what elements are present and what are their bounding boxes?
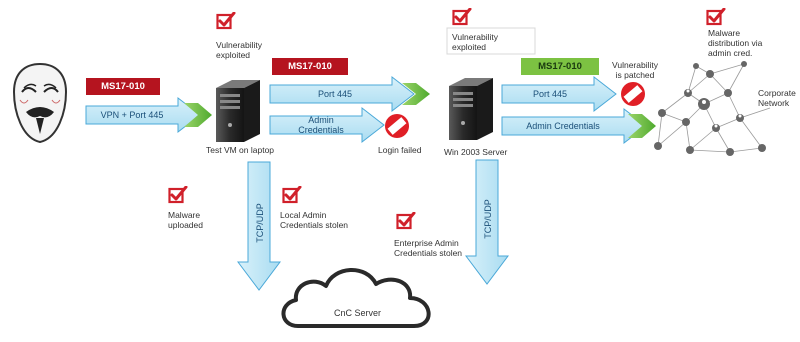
port445-label-1: Port 445 — [317, 89, 353, 99]
ms17-010-tag-2: MS17-010 — [272, 58, 348, 75]
enterprise-admin-stolen-label: Enterprise Admin Credentials stolen — [394, 238, 463, 258]
admin-credentials-label-2: Admin Credentials — [526, 121, 600, 131]
port445-arrow-1 — [269, 75, 430, 113]
cloud-icon — [281, 268, 431, 328]
no-entry-icon — [385, 114, 409, 138]
tcpudp-label-2: TCP/UDP — [483, 199, 493, 239]
login-failed-label: Login failed — [378, 145, 422, 155]
no-entry-icon — [621, 82, 645, 106]
win2003-server-label: Win 2003 Server — [444, 147, 508, 157]
corporate-network-label: Corporate Network — [758, 88, 796, 108]
red-checkbox-icon — [168, 186, 188, 204]
tcpudp-arrow-2 — [465, 159, 509, 285]
admin-cred-arrow-1 — [269, 106, 385, 144]
vulnerability-exploited-label-1: Vulnerability exploited — [216, 40, 262, 60]
red-checkbox-icon — [396, 212, 416, 230]
ms17-010-tag-1: MS17-010 — [86, 78, 160, 95]
vpn-arrow — [85, 96, 212, 134]
admin-credentials-label-1: Admin Credentials — [298, 115, 344, 135]
test-vm-label: Test VM on laptop — [206, 145, 275, 155]
red-checkbox-icon — [282, 186, 302, 204]
red-checkbox-icon — [706, 8, 726, 26]
port445-arrow-2 — [501, 75, 617, 113]
red-checkbox-icon — [216, 12, 236, 30]
vpn-port-label: VPN + Port 445 — [100, 110, 164, 120]
callout-box — [446, 27, 536, 55]
network-graph-icon — [654, 61, 771, 156]
cnc-server-label: CnC Server — [334, 308, 382, 318]
port445-label-2: Port 445 — [532, 89, 568, 99]
red-checkbox-icon — [452, 8, 472, 26]
ms17-010-tag-3: MS17-010 — [521, 58, 599, 75]
server-tower-icon — [216, 80, 260, 142]
admin-cred-arrow-2 — [501, 107, 656, 145]
malware-distribution-label: Malware distribution via admin cred. — [708, 28, 763, 58]
server-tower-icon — [449, 78, 493, 140]
malware-uploaded-label: Malware uploaded — [168, 210, 203, 230]
tcpudp-arrow-1 — [237, 161, 281, 291]
local-admin-stolen-label: Local Admin Credentials stolen — [280, 210, 349, 230]
vulnerability-patched-label: Vulnerability is patched — [612, 60, 658, 80]
anonymous-mask-icon — [12, 62, 68, 144]
tcpudp-label-1: TCP/UDP — [255, 203, 265, 243]
vulnerability-exploited-label-2: Vulnerability exploited — [452, 32, 498, 52]
